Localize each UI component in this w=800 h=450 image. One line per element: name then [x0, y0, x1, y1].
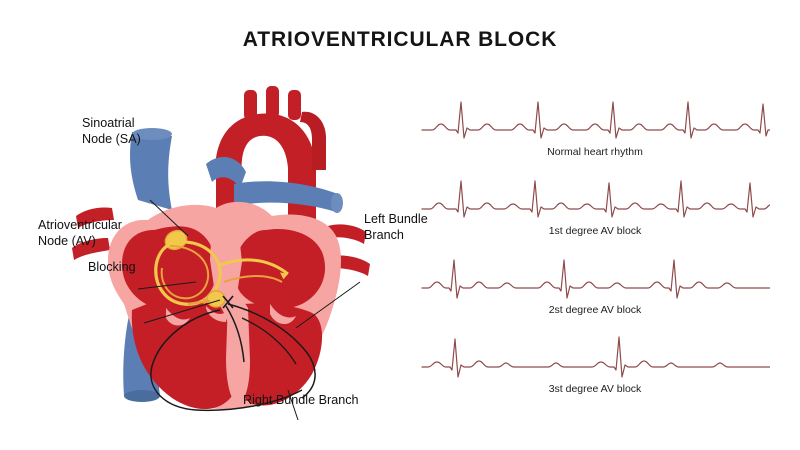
ecg-trace-first-degree: [421, 180, 770, 218]
leader-line-rbb: [287, 389, 299, 420]
internodal-pathway-inner: [160, 245, 210, 300]
bundle-of-his: [225, 305, 245, 363]
blocking-x-marker: [222, 295, 234, 309]
interventricular-septum: [226, 299, 250, 406]
label-sinoatrial-node: Sinoatrial Node (SA): [82, 116, 141, 146]
leader-line-lbb: [295, 281, 361, 329]
ecg-strip-second-degree-av-block: 2st degree AV block: [420, 248, 790, 327]
page-title: ATRIOVENTRICULAR BLOCK: [242, 28, 558, 51]
bachmann-arrowhead: [280, 272, 288, 280]
right-ventricle: [131, 300, 236, 410]
bachmann-bundle-inner: [223, 275, 283, 283]
left-bundle-branch-line: [227, 303, 316, 399]
brachiocephalic-trunk: [244, 90, 257, 120]
mitral-valve-leaflet: [270, 304, 296, 325]
conduction-arrowhead-av: [203, 297, 210, 305]
ecg-caption-second-degree: 2st degree AV block: [548, 304, 642, 316]
ecg-trace-normal: [421, 101, 770, 139]
ecg-trace-second-degree: [421, 259, 770, 299]
left-ventricle: [237, 303, 323, 406]
right-pulmonary-vein-lower: [332, 255, 370, 276]
superior-vena-cava: [130, 132, 172, 210]
label-right-bundle-branch: Right Bundle Branch: [243, 393, 359, 407]
left-common-carotid: [266, 86, 279, 118]
svc-opening: [132, 128, 172, 140]
ecg-strip-group: Normal heart rhythm 1st degree AV block …: [420, 90, 790, 410]
ivc-end: [124, 390, 160, 402]
ecg-strip-normal-heart-rhythm: Normal heart rhythm: [420, 90, 790, 169]
heart-illustration: Sinoatrial Node (SA) Atrioventricular No…: [20, 60, 428, 420]
valve-annulus: [206, 306, 226, 322]
ecg-caption-third-degree: 3st degree AV block: [548, 383, 642, 395]
pulmonary-trunk-left: [206, 157, 246, 188]
left-pulmonary-vein-lower: [72, 238, 110, 260]
left-pulmonary-vein-upper: [76, 207, 114, 228]
ecg-caption-first-degree: 1st degree AV block: [548, 225, 642, 237]
label-left-bundle-branch: Left Bundle Branch: [364, 212, 428, 242]
label-atrioventricular-node: Atrioventricular Node (AV): [38, 218, 122, 248]
right-bundle-branch-line: [150, 309, 303, 412]
leader-line-blocking: [143, 299, 221, 324]
ecg-caption-normal: Normal heart rhythm: [547, 146, 643, 158]
leader-line-sa: [149, 199, 189, 237]
ecg-strip-third-degree-av-block: 3st degree AV block: [420, 327, 790, 406]
descending-aorta-shadow: [300, 111, 326, 170]
leader-line-av: [137, 281, 197, 290]
ecg-trace-third-degree: [421, 336, 770, 378]
rpa-opening: [331, 193, 343, 213]
right-pulmonary-artery: [234, 181, 338, 212]
left-subclavian: [288, 90, 301, 120]
internodal-pathway: [154, 240, 222, 306]
bachmann-bundle: [217, 258, 289, 276]
ecg-strip-first-degree-av-block: 1st degree AV block: [420, 169, 790, 248]
tricuspid-valve-leaflet: [166, 308, 190, 326]
right-atrium: [122, 226, 217, 310]
left-bundle-branch-line-2: [241, 317, 297, 365]
right-pulmonary-vein-upper: [328, 224, 366, 244]
label-blocking: Blocking: [88, 260, 136, 274]
av-node: [206, 290, 226, 308]
